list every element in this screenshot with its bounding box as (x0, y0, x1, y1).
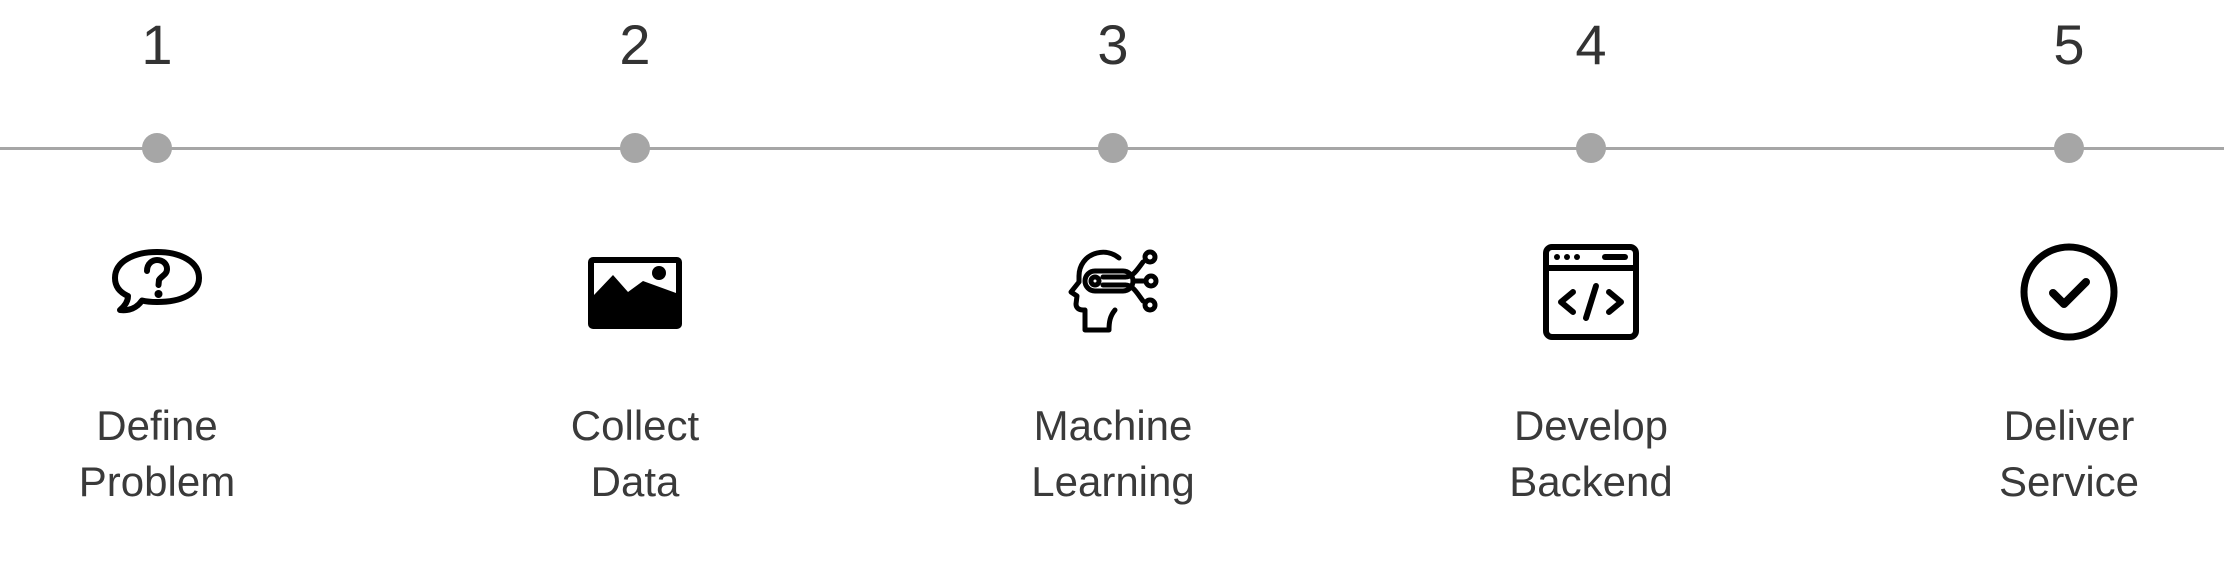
step-label-line-1: Develop (1513, 402, 1669, 449)
step-label-line-2: Learning (1031, 458, 1195, 505)
step-number: 4 (1575, 13, 1607, 76)
timeline-dot (142, 133, 172, 163)
timeline-dot (1098, 133, 1128, 163)
check-circle-icon (2019, 242, 2119, 342)
step-label-line-2: Service (1998, 458, 2140, 505)
step-label-line-1: Collect (570, 402, 700, 449)
question-speech-bubble-icon (107, 242, 207, 342)
step-number: 3 (1097, 13, 1129, 76)
timeline-dot (1576, 133, 1606, 163)
step-label-line-2: Data (590, 458, 680, 505)
step-label: Machine Learning (963, 398, 1263, 510)
step-label: Collect Data (485, 398, 785, 510)
image-icon (585, 242, 685, 342)
timeline-step-1: 1 Define Problem (7, 0, 307, 572)
step-label-line-1: Deliver (2003, 402, 2135, 449)
step-number: 5 (2053, 13, 2085, 76)
ai-head-icon (1063, 242, 1163, 342)
timeline-step-5: 5 Deliver Service (1919, 0, 2219, 572)
timeline-step-2: 2 Collect Data (485, 0, 785, 572)
step-number: 2 (619, 13, 651, 76)
step-label-line-1: Define (96, 402, 218, 449)
step-label-line-2: Backend (1509, 458, 1673, 505)
timeline-step-3: 3 Machine Learning (963, 0, 1263, 572)
timeline-dot (2054, 133, 2084, 163)
timeline-dot (620, 133, 650, 163)
step-label: Deliver Service (1919, 398, 2219, 510)
timeline-step-4: 4 Develop Backend (1441, 0, 1741, 572)
step-label-line-1: Machine (1033, 402, 1193, 449)
step-label: Develop Backend (1441, 398, 1741, 510)
step-label-line-2: Problem (78, 458, 236, 505)
step-number: 1 (141, 13, 173, 76)
code-window-icon (1541, 242, 1641, 342)
step-label: Define Problem (7, 398, 307, 510)
